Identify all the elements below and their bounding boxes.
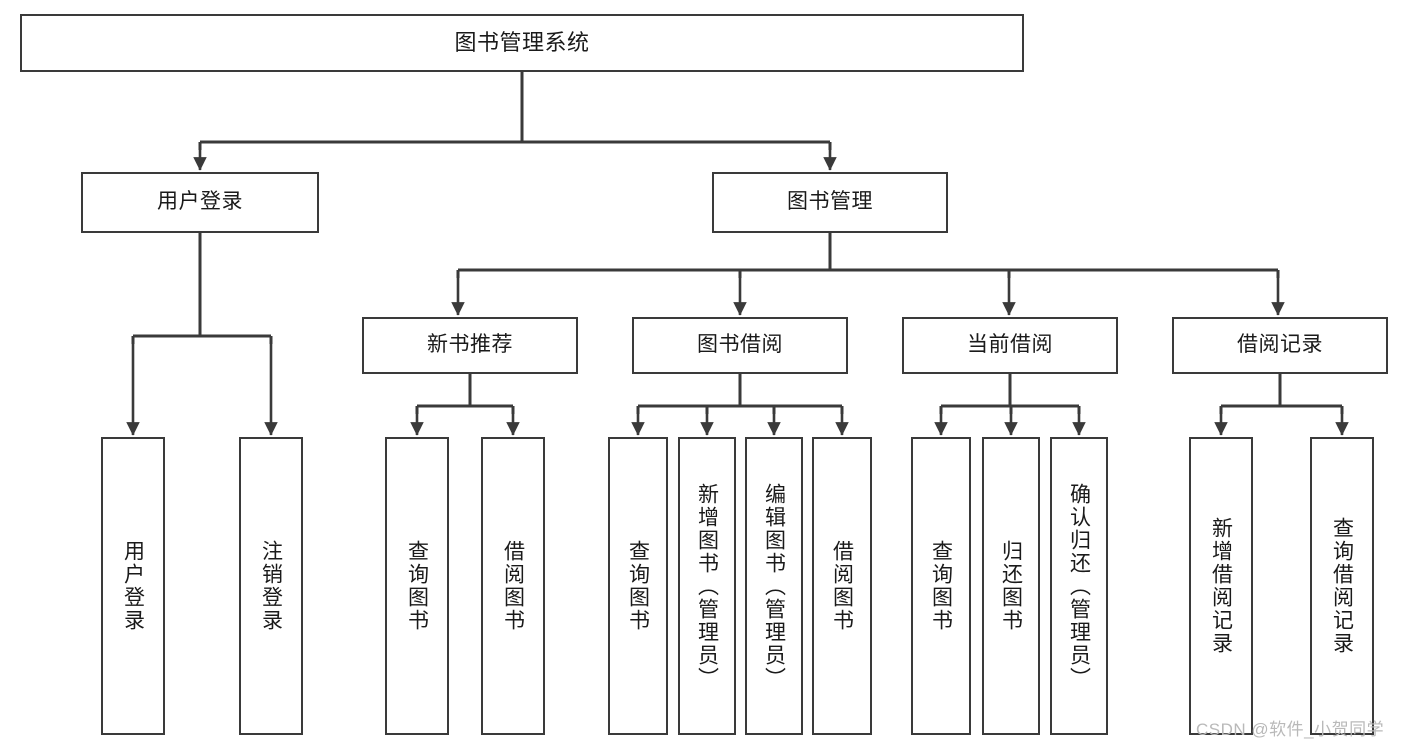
node-book-management[interactable]: 图书管理 bbox=[712, 172, 948, 233]
node-borrow-record[interactable]: 借阅记录 bbox=[1172, 317, 1388, 374]
node-label: 新书推荐 bbox=[427, 333, 513, 357]
node-user-login[interactable]: 用户登录 bbox=[81, 172, 319, 233]
node-label: 图书借阅 bbox=[697, 333, 783, 357]
node-leaf-query-book-2[interactable]: 查询图书 bbox=[608, 437, 668, 735]
node-label: 新增借阅记录 bbox=[1209, 517, 1233, 655]
node-label: 用户登录 bbox=[121, 540, 145, 632]
node-leaf-query-book-1[interactable]: 查询图书 bbox=[385, 437, 449, 735]
node-leaf-query-borrow-record[interactable]: 查询借阅记录 bbox=[1310, 437, 1374, 735]
node-label: 查询图书 bbox=[626, 540, 650, 632]
node-leaf-confirm-return-admin[interactable]: 确认归还（管理员） bbox=[1050, 437, 1108, 735]
node-label: 确认归还（管理员） bbox=[1067, 482, 1091, 690]
node-label: 归还图书 bbox=[999, 540, 1023, 632]
node-label: 借阅图书 bbox=[830, 540, 854, 632]
node-leaf-user-login[interactable]: 用户登录 bbox=[101, 437, 165, 735]
node-label: 图书管理系统 bbox=[454, 30, 590, 56]
node-label: 编辑图书（管理员） bbox=[762, 482, 786, 690]
csdn-watermark: CSDN @软件_小贺同学 bbox=[1196, 720, 1385, 739]
node-label: 新增图书（管理员） bbox=[695, 482, 719, 690]
node-label: 当前借阅 bbox=[967, 333, 1053, 357]
node-label: 借阅记录 bbox=[1237, 333, 1323, 357]
node-label: 查询图书 bbox=[405, 540, 429, 632]
node-new-book-recommend[interactable]: 新书推荐 bbox=[362, 317, 578, 374]
node-label: 查询图书 bbox=[929, 540, 953, 632]
node-book-management-system[interactable]: 图书管理系统 bbox=[20, 14, 1024, 72]
node-leaf-add-book-admin[interactable]: 新增图书（管理员） bbox=[678, 437, 736, 735]
node-label: 注销登录 bbox=[259, 540, 283, 632]
node-label: 借阅图书 bbox=[501, 540, 525, 632]
node-leaf-borrow-book-1[interactable]: 借阅图书 bbox=[481, 437, 545, 735]
node-label: 用户登录 bbox=[157, 190, 243, 214]
node-leaf-logout[interactable]: 注销登录 bbox=[239, 437, 303, 735]
node-current-borrow[interactable]: 当前借阅 bbox=[902, 317, 1118, 374]
node-book-borrow[interactable]: 图书借阅 bbox=[632, 317, 848, 374]
node-leaf-query-book-3[interactable]: 查询图书 bbox=[911, 437, 971, 735]
node-leaf-add-borrow-record[interactable]: 新增借阅记录 bbox=[1189, 437, 1253, 735]
node-label: 查询借阅记录 bbox=[1330, 517, 1354, 655]
node-leaf-borrow-book-2[interactable]: 借阅图书 bbox=[812, 437, 872, 735]
node-leaf-return-book[interactable]: 归还图书 bbox=[982, 437, 1040, 735]
node-label: 图书管理 bbox=[787, 190, 873, 214]
node-leaf-edit-book-admin[interactable]: 编辑图书（管理员） bbox=[745, 437, 803, 735]
